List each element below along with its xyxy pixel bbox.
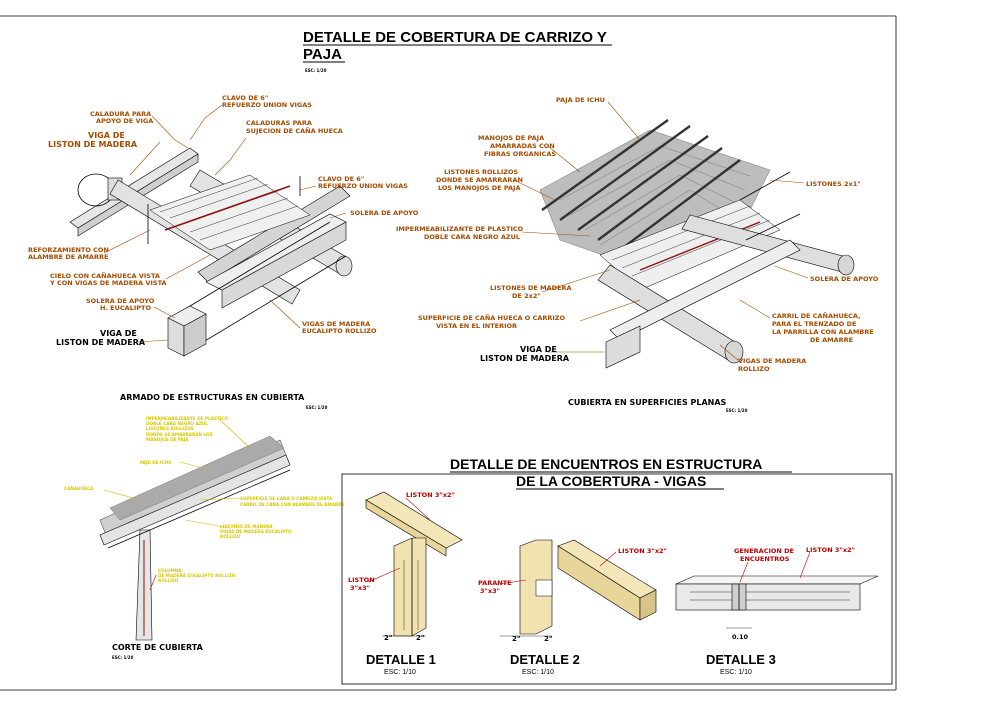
d2-leader-parante xyxy=(499,579,527,585)
left-caption-scale: ESC: 1/20 xyxy=(306,405,328,410)
label-reforzamiento: REFORZAMIENTO CON ALAMBRE DE AMARRE xyxy=(28,246,111,261)
corte-label-superficie: SUPERFICIE DE CAÑA O CARRIZO VISTA CARRI… xyxy=(240,496,344,507)
corte-label-listones: LISTONES DE MADERA VIGAS DE MADERA EUCAL… xyxy=(220,524,293,539)
label-superficie: SUPERFICIE DE CAÑA HUECA O CARRIZO VISTA… xyxy=(418,313,567,330)
label-paja-ichu: PAJA DE ICHU xyxy=(556,96,605,104)
d3-leader-generacion xyxy=(739,561,749,583)
detalle-2-scale: ESC: 1/10 xyxy=(522,669,554,676)
label-carril: CARRIL DE CAÑAHUECA, PARA EL TRENZADO DE… xyxy=(772,311,876,344)
d3-label-liston: LISTON 3"x2" xyxy=(806,546,855,554)
label-listones-rollizos: LISTONES ROLLIZOS DONDE SE AMARRARAN LOS… xyxy=(436,168,525,192)
main-title-line1: DETALLE DE COBERTURA DE CARRIZO Y xyxy=(303,29,607,46)
left-caption: ARMADO DE ESTRUCTURAS EN CUBIERTA xyxy=(120,393,305,402)
d2-dim-2: 2" xyxy=(544,635,553,643)
label-manojos: MANOJOS DE PAJA AMARRADAS CON FIBRAS ORG… xyxy=(478,134,557,158)
label-vigas-eucalipto: VIGAS DE MADERA EUCALIPTO ROLLIZO xyxy=(302,320,377,335)
right-caption: CUBIERTA EN SUPERFICIES PLANAS xyxy=(568,398,727,407)
label-cielo: CIELO CON CAÑAHUECA VISTA Y CON VIGAS DE… xyxy=(49,271,167,287)
right-caption-scale: ESC: 1/20 xyxy=(726,408,748,413)
corte-drawing xyxy=(99,435,291,641)
d3-label-generacion: GENERACION DE ENCUENTROS xyxy=(734,547,796,563)
label-caladuras-cana: CALADURAS PARA SUJECION DE CAÑA HUECA xyxy=(246,119,343,135)
corte-label-columna: COLUMNA DE MADERA EUCALIPTO ROLLIZO ROLL… xyxy=(158,568,237,583)
corte-leaders xyxy=(103,419,251,591)
label-listones-2x1: LISTONES 2x1" xyxy=(806,180,861,188)
d2-dim-1: 2" xyxy=(512,635,521,643)
right-leaders xyxy=(513,101,809,361)
label-listones-madera: LISTONES DE MADERA DE 2x2" xyxy=(490,284,574,300)
d3-dim: 0.10 xyxy=(732,633,749,641)
d1-label-liston-side: LISTON 3"x3" xyxy=(348,576,377,592)
d1-leader-side xyxy=(367,567,401,583)
left-leaders xyxy=(103,104,347,343)
main-title-scale: ESC: 1/20 xyxy=(305,68,327,73)
label-caladura-viga: CALADURA PARA APOYO DE VIGA xyxy=(90,110,153,125)
encuentros-frame xyxy=(341,473,893,685)
label-viga-liston-top: VIGA DE LISTON DE MADERA xyxy=(48,131,138,149)
d1-dim-2: 2" xyxy=(416,634,425,642)
corte-label-canahueca: CAÑAHUECA xyxy=(64,486,94,491)
d2-label-parante: PARANTE 3"x3" xyxy=(478,579,514,595)
label-solera-eucalipto: SOLERA DE APOYO H. EUCALIPTO xyxy=(86,297,157,312)
d1-dim-1: 2" xyxy=(384,634,393,642)
detalle-1-title: DETALLE 1 xyxy=(366,652,436,667)
detalle-3-title: DETALLE 3 xyxy=(706,652,776,667)
label-clavo-refuerzo-1: CLAVO DE 6" REFUERZO UNION VIGAS xyxy=(222,94,312,109)
label-viga-liston-right: VIGA DE LISTON DE MADERA xyxy=(480,345,570,363)
label-viga-liston-bottom: VIGA DE LISTON DE MADERA xyxy=(56,329,146,347)
corte-scale: ESC: 1/20 xyxy=(112,655,134,660)
d2-label-liston: LISTON 3"x2" xyxy=(618,547,667,555)
right-roof-drawing xyxy=(539,119,855,369)
corte-label-paja: PAJA DE ICHU xyxy=(140,460,172,465)
label-impermeabilizante: IMPERMEABILIZANTE DE PLASTICO DOBLE CARA… xyxy=(396,225,525,241)
label-solera-apoyo-right: SOLERA DE APOYO xyxy=(810,275,879,283)
left-structure-drawing xyxy=(69,147,353,357)
label-solera-apoyo-left: SOLERA DE APOYO xyxy=(350,209,419,217)
encuentros-title-line2: DE LA COBERTURA - VIGAS xyxy=(516,473,706,489)
d3-leader-liston xyxy=(799,551,811,579)
detalle-2-drawing xyxy=(500,539,657,637)
detalle-3-scale: ESC: 1/10 xyxy=(720,669,752,676)
detalle-2-title: DETALLE 2 xyxy=(510,652,580,667)
corte-caption: CORTE DE CUBIERTA xyxy=(112,643,204,652)
encuentros-title-line1: DETALLE DE ENCUENTROS EN ESTRUCTURA xyxy=(450,456,762,472)
label-vigas-rollizo: VIGAS DE MADERA ROLLIZO xyxy=(738,357,809,373)
d1-leader-top xyxy=(405,497,431,521)
detalle-3-drawing xyxy=(675,575,879,629)
corte-label-impermeabilizante: IMPERMEABILIZANTE DE PLASTICO DOBLE CARA… xyxy=(146,416,229,442)
label-clavo-refuerzo-2: CLAVO DE 6" REFUERZO UNION VIGAS xyxy=(318,175,408,190)
d1-label-liston-top: LISTON 3"x2" xyxy=(406,491,455,499)
d2-leader-liston xyxy=(599,551,617,567)
detalle-1-scale: ESC: 1/10 xyxy=(384,669,416,676)
detalle-1-drawing xyxy=(365,491,463,637)
main-title-line2: PAJA xyxy=(303,46,342,63)
